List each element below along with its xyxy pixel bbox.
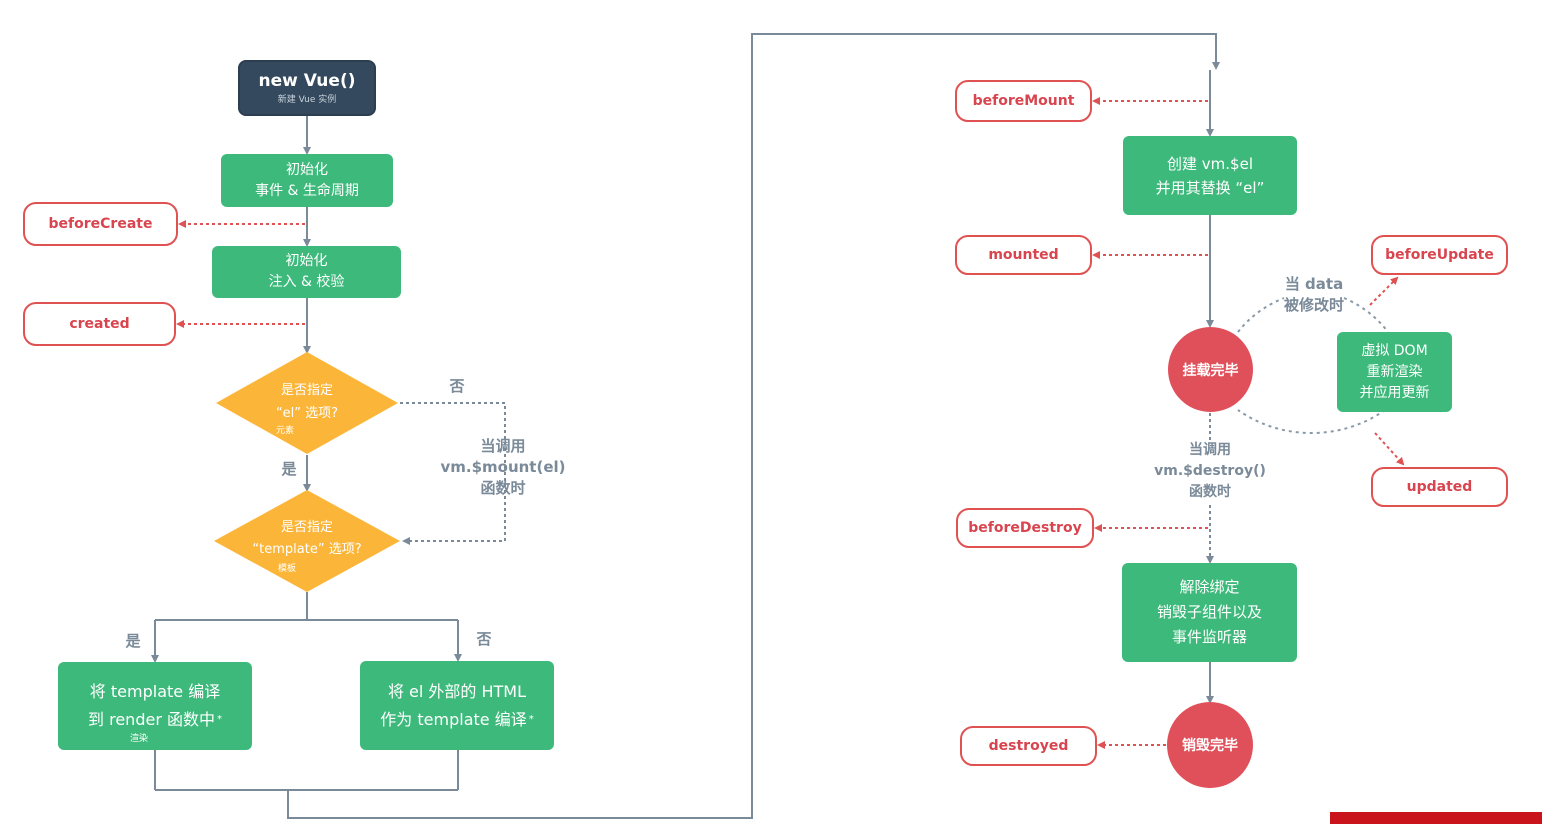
compile-template-star: * bbox=[216, 714, 222, 725]
compile-template-line2: 到 render 函数中 bbox=[88, 710, 215, 729]
label-template-no: 否 bbox=[476, 630, 492, 648]
compile-template-hint: 渲染 bbox=[130, 734, 149, 744]
corner-banner bbox=[1330, 812, 1542, 824]
hook-links bbox=[176, 97, 1208, 749]
destroy-call-line2: vm.$destroy() bbox=[1154, 463, 1266, 479]
destroy-call-line3: 函数时 bbox=[1189, 484, 1231, 500]
hook-before-update: beforeUpdate bbox=[1371, 235, 1508, 275]
data-change-label: 当 data 被修改时 bbox=[1268, 274, 1360, 316]
label-el-no: 否 bbox=[449, 377, 465, 395]
destroy-call-label: 当调用 vm.$destroy() 函数时 bbox=[1146, 440, 1274, 503]
hook-before-destroy: beforeDestroy bbox=[956, 508, 1094, 548]
vdom-line2: 重新渲染 bbox=[1366, 363, 1423, 380]
init-events-node: 初始化 事件 & 生命周期 bbox=[221, 154, 393, 207]
update-hook-links bbox=[1369, 276, 1405, 466]
init-events-line2: 事件 & 生命周期 bbox=[255, 182, 359, 199]
main-flow-left bbox=[151, 33, 1220, 819]
mount-call-line2: vm.$mount(el) bbox=[440, 458, 566, 476]
hook-destroyed: destroyed bbox=[960, 726, 1097, 766]
new-vue-node: new Vue() 新建 Vue 实例 bbox=[238, 60, 376, 116]
mount-call-label: 当调用 vm.$mount(el) 函数时 bbox=[432, 436, 574, 499]
template-check-line2: “template” 选项? bbox=[252, 542, 362, 557]
compile-template-line1: 将 template 编译 bbox=[89, 682, 221, 701]
destroyed-state-circle: 销毁完毕 bbox=[1167, 702, 1253, 788]
data-change-line2: 被修改时 bbox=[1283, 296, 1344, 314]
el-check-diamond bbox=[216, 352, 398, 454]
hook-before-create: beforeCreate bbox=[23, 202, 178, 246]
template-check-hint: 模板 bbox=[278, 564, 297, 574]
create-el-line1: 创建 vm.$el bbox=[1167, 154, 1253, 173]
vdom-line3: 并应用更新 bbox=[1359, 384, 1430, 401]
mounted-state-circle: 挂载完毕 bbox=[1168, 327, 1253, 412]
compile-outer-line2: 作为 template 编译 bbox=[380, 709, 527, 729]
compile-outer-star: * bbox=[528, 713, 534, 725]
mount-call-line1: 当调用 bbox=[480, 437, 526, 455]
hook-before-mount: beforeMount bbox=[955, 80, 1092, 122]
compile-outer-node: 将 el 外部的 HTML 作为 template 编译* bbox=[360, 661, 554, 750]
mount-call-line3: 函数时 bbox=[480, 479, 526, 497]
vdom-line1: 虚拟 DOM bbox=[1361, 342, 1428, 359]
init-inject-node: 初始化 注入 & 校验 bbox=[212, 246, 401, 298]
compile-outer-line2-wrap: 作为 template 编译* bbox=[380, 706, 533, 734]
el-no-branch bbox=[400, 402, 506, 545]
new-vue-subtitle: 新建 Vue 实例 bbox=[277, 95, 337, 105]
compile-template-line2-wrap: 到 render 函数中* bbox=[88, 706, 222, 734]
new-vue-title: new Vue() bbox=[258, 71, 356, 91]
init-inject-line1: 初始化 bbox=[285, 253, 328, 269]
teardown-line3: 事件监听器 bbox=[1171, 628, 1247, 646]
compile-template-node: 将 template 编译 到 render 函数中* bbox=[58, 662, 252, 750]
hook-mounted: mounted bbox=[955, 235, 1092, 275]
teardown-line2: 销毁子组件以及 bbox=[1156, 603, 1262, 621]
data-change-line1: 当 data bbox=[1284, 275, 1344, 293]
hook-created: created bbox=[23, 302, 176, 346]
init-events-line1: 初始化 bbox=[286, 161, 328, 178]
label-el-yes: 是 bbox=[281, 460, 297, 478]
el-check-hint: 元素 bbox=[276, 426, 295, 436]
el-check-line2: “el” 选项? bbox=[275, 406, 339, 421]
teardown-node: 解除绑定 销毁子组件以及 事件监听器 bbox=[1122, 563, 1297, 662]
teardown-line1: 解除绑定 bbox=[1179, 578, 1240, 596]
template-check-diamond bbox=[214, 490, 400, 592]
compile-outer-line1: 将 el 外部的 HTML bbox=[387, 681, 527, 701]
create-el-node: 创建 vm.$el 并用其替换 “el” bbox=[1123, 136, 1297, 215]
hook-updated: updated bbox=[1371, 467, 1508, 507]
template-check-line1: 是否指定 bbox=[280, 520, 333, 535]
label-template-yes: 是 bbox=[125, 632, 141, 650]
create-el-line2: 并用其替换 “el” bbox=[1155, 178, 1265, 197]
destroy-call-line1: 当调用 bbox=[1189, 442, 1231, 458]
init-inject-line2: 注入 & 校验 bbox=[268, 274, 345, 290]
update-loop bbox=[1237, 297, 1389, 435]
vdom-rerender-node: 虚拟 DOM 重新渲染 并应用更新 bbox=[1337, 332, 1452, 412]
el-check-line1: 是否指定 bbox=[280, 383, 333, 398]
